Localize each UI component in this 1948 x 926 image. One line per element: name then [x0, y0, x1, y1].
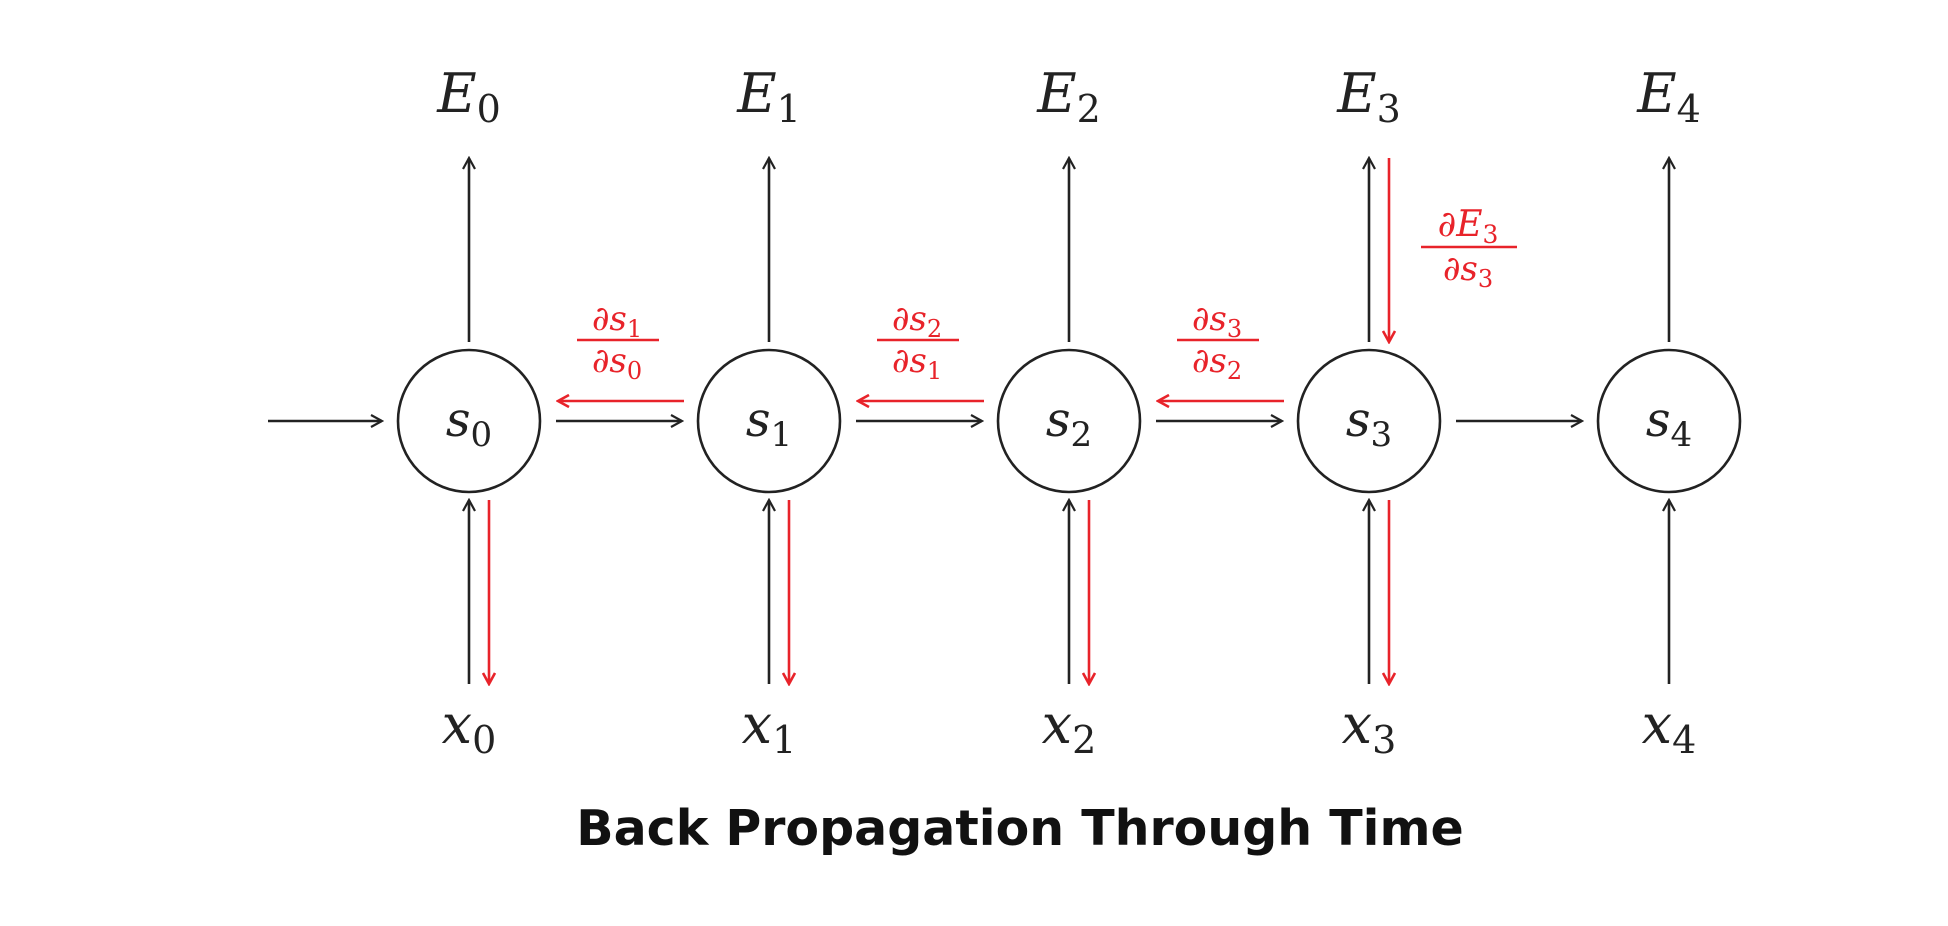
error-gradient-denominator: ∂s3	[1443, 249, 1493, 293]
diagram-caption: Back Propagation Through Time	[576, 800, 1464, 857]
gradient-numerator: ∂s3	[1192, 299, 1242, 343]
input-label-3: x3	[1342, 693, 1397, 762]
input-label-0: x0	[442, 693, 497, 762]
gradient-denominator: ∂s0	[592, 341, 642, 385]
gradient-fraction-s3-s2: ∂s3 ∂s2	[1177, 299, 1259, 385]
state-label-0: s0	[446, 392, 492, 455]
state-node-3	[1296, 348, 1442, 494]
input-label-2: x2	[1042, 693, 1097, 762]
error-label-2: E2	[1036, 62, 1101, 131]
gradient-denominator: ∂s1	[892, 341, 942, 385]
gradient-numerator: ∂s2	[892, 299, 942, 343]
input-label-1: x1	[742, 693, 797, 762]
error-label-4: E4	[1636, 62, 1701, 131]
error-label-3: E3	[1336, 62, 1401, 131]
error-gradient-numerator: ∂E3	[1438, 204, 1499, 249]
state-label-1: s1	[746, 392, 792, 455]
state-node-2	[996, 348, 1142, 494]
gradient-denominator: ∂s2	[1192, 341, 1242, 385]
state-label-3: s3	[1346, 392, 1392, 455]
gradient-numerator: ∂s1	[592, 299, 642, 343]
input-label-4: x4	[1642, 693, 1697, 762]
state-label-2: s2	[1046, 392, 1092, 455]
state-node-4	[1596, 348, 1742, 494]
state-node-1	[696, 348, 842, 494]
gradient-fraction-s2-s1: ∂s2 ∂s1	[877, 299, 959, 385]
error-label-0: E0	[436, 62, 501, 131]
error-gradient-fraction: ∂E3 ∂s3	[1421, 204, 1517, 293]
gradient-fraction-s1-s0: ∂s1 ∂s0	[577, 299, 659, 385]
error-label-1: E1	[736, 62, 801, 131]
state-node-0	[396, 348, 542, 494]
state-label-4: s4	[1646, 392, 1692, 455]
